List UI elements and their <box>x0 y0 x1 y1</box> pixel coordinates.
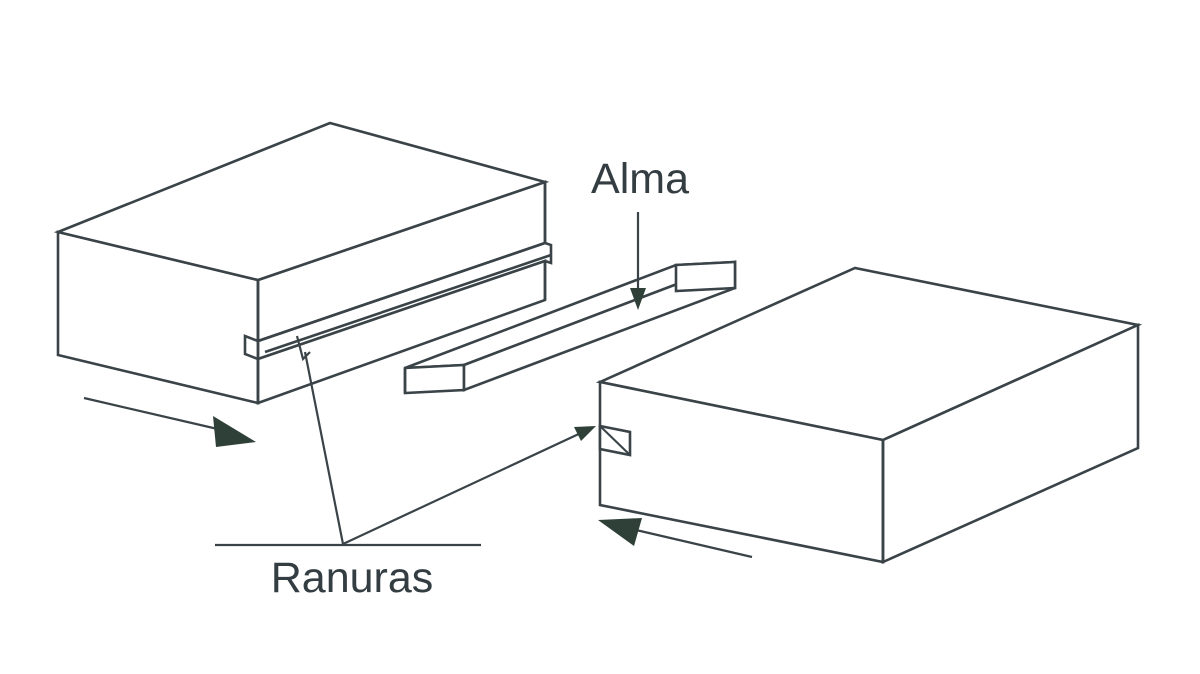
ranuras-right-arrowhead-icon <box>574 426 596 441</box>
right-block-motion-arrow <box>598 518 753 559</box>
left-block-groove-notch-profile <box>243 334 259 361</box>
ranuras-leader-right <box>342 431 584 545</box>
left-block-groove-inner-top <box>257 241 546 343</box>
left-block-groove-back-face <box>264 253 552 354</box>
ranuras-leader-left <box>303 351 345 545</box>
left-motion-shaft <box>83 396 223 432</box>
left-motion-arrowhead-icon <box>213 416 256 447</box>
alma-callout: Alma <box>591 155 689 310</box>
ranuras-label: Ranuras <box>271 554 434 602</box>
left-block <box>53 121 553 405</box>
alma-label: Alma <box>591 155 689 203</box>
right-motion-shaft <box>635 528 753 559</box>
alma-arrowhead-icon <box>630 288 646 310</box>
right-motion-arrowhead-icon <box>598 518 642 546</box>
spline-right-end-face <box>674 260 737 293</box>
left-block-groove-right-return-lower <box>544 255 553 265</box>
ranuras-left-arrowhead-icon <box>295 335 311 362</box>
right-block-groove-notch-diagonal <box>599 425 631 456</box>
spline-front-face <box>403 363 466 395</box>
ranuras-callout: Ranuras <box>215 335 596 602</box>
left-block-groove-right-return <box>544 241 553 255</box>
left-block-motion-arrow <box>83 396 256 447</box>
right-block <box>595 266 1143 565</box>
spline-alma <box>403 260 737 395</box>
